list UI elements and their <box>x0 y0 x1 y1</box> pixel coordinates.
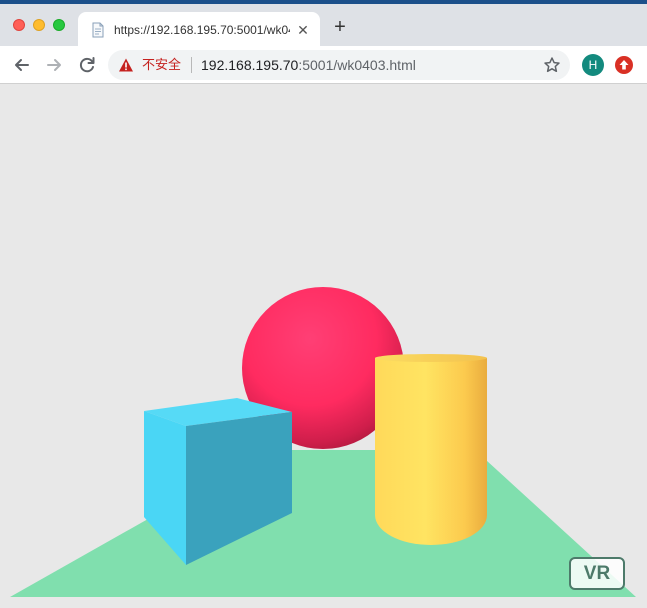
browser-toolbar: 不安全 192.168.195.70:5001/wk0403.html H <box>0 46 647 84</box>
reload-icon[interactable] <box>76 54 98 76</box>
webgl-viewport[interactable]: VR <box>0 85 647 608</box>
window-maximize-button[interactable] <box>53 19 65 31</box>
page-icon <box>90 22 106 38</box>
window-close-button[interactable] <box>13 19 25 31</box>
sphere <box>242 287 404 449</box>
url-text[interactable]: 192.168.195.70:5001/wk0403.html <box>201 56 416 74</box>
profile-avatar[interactable]: H <box>582 54 604 76</box>
security-status-label[interactable]: 不安全 <box>142 57 182 72</box>
cube <box>144 398 292 565</box>
address-bar[interactable]: 不安全 192.168.195.70:5001/wk0403.html <box>108 50 570 80</box>
star-icon[interactable] <box>543 56 561 74</box>
new-tab-button[interactable]: + <box>334 16 346 38</box>
url-host: 192.168.195.70 <box>201 57 299 73</box>
title-bar: https://192.168.195.70:5001/wk0403.html … <box>0 4 647 46</box>
omnibox-divider <box>191 57 192 73</box>
3d-scene[interactable] <box>0 85 647 608</box>
desktop-strip <box>0 0 647 4</box>
back-arrow-icon[interactable] <box>11 54 33 76</box>
window-minimize-button[interactable] <box>33 19 45 31</box>
extension-red-icon[interactable] <box>614 55 634 75</box>
browser-tab[interactable]: https://192.168.195.70:5001/wk0403.html … <box>78 12 320 46</box>
tab-title: https://192.168.195.70:5001/wk0403.html <box>114 23 290 37</box>
warning-icon <box>118 57 134 73</box>
vr-button[interactable]: VR <box>569 557 625 590</box>
cylinder <box>375 354 487 545</box>
tab-close-icon[interactable]: ✕ <box>297 22 309 38</box>
ground-plane <box>10 450 636 597</box>
forward-arrow-icon[interactable] <box>43 54 65 76</box>
url-path: :5001/wk0403.html <box>298 57 416 73</box>
